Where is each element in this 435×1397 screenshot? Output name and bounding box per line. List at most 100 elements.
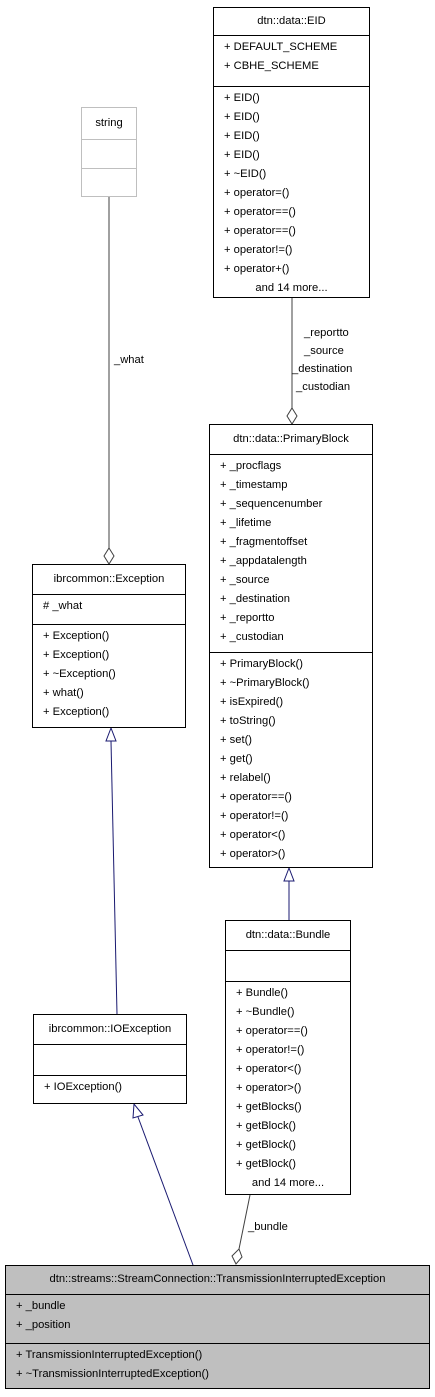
class-exception-methods: + Exception() + Exception() + ~Exception… [33, 624, 185, 722]
class-exception-title: ibrcommon::Exception [53, 573, 165, 585]
method: + operator==() [224, 206, 296, 218]
attribute: # _what [43, 600, 83, 612]
method: + operator!=() [220, 810, 289, 822]
attribute: + _position [16, 1319, 71, 1331]
method: + operator==() [236, 1025, 308, 1037]
attribute: + _procflags [220, 460, 282, 472]
class-ioexception-title: ibrcommon::IOException [48, 1023, 172, 1035]
method: + what() [43, 687, 84, 699]
class-bundle-methods: + Bundle() + ~Bundle() + operator==() + … [226, 981, 350, 1193]
class-ioexception[interactable]: ibrcommon::IOException + IOException() [33, 1014, 187, 1104]
class-primaryblock-methods: + PrimaryBlock() + ~PrimaryBlock() + isE… [210, 652, 372, 864]
method: + Exception() [43, 630, 110, 642]
method: + ~PrimaryBlock() [220, 677, 310, 689]
method: + operator!=() [224, 244, 293, 256]
attribute: + _custodian [220, 631, 284, 643]
attribute: + _source [220, 574, 270, 586]
method: + ~Bundle() [236, 1006, 295, 1018]
method: + operator<() [220, 829, 286, 841]
method: + EID() [224, 130, 260, 142]
method: + operator>() [220, 848, 286, 860]
class-eid-title: dtn::data::EID [257, 15, 326, 27]
edge-ioexception-exception-arrow [105, 726, 117, 742]
class-tie-title: dtn::streams::StreamConnection::Transmis… [49, 1273, 386, 1285]
class-eid-attributes: + DEFAULT_SCHEME + CBHE_SCHEME [214, 35, 369, 86]
edge-tie-ioexception-arrow [132, 1102, 144, 1119]
class-primaryblock-title: dtn::data::PrimaryBlock [233, 433, 349, 445]
method: + EID() [224, 149, 260, 161]
method: + getBlock() [236, 1139, 297, 1151]
edge-label-source: _source [304, 345, 344, 357]
class-primaryblock[interactable]: dtn::data::PrimaryBlock + _procflags + _… [209, 424, 373, 868]
edge-label-custodian: _custodian [296, 381, 351, 393]
method: + PrimaryBlock() [220, 658, 303, 670]
method: + operator==() [224, 225, 296, 237]
method: + TransmissionInterruptedException() [16, 1349, 203, 1361]
edge-bundle [238, 1194, 251, 1250]
method: + set() [220, 734, 253, 746]
edge-bundle-diamond [231, 1248, 243, 1265]
edge-ioexception-exception [110, 740, 118, 1015]
method: + operator+() [224, 263, 290, 275]
class-string-methods [82, 168, 136, 196]
method: + getBlock() [236, 1120, 297, 1132]
edge-label-what: _what [114, 354, 144, 366]
class-string[interactable]: string [81, 107, 137, 197]
edge-what-diamond [103, 547, 115, 565]
method: + Bundle() [236, 987, 288, 999]
edge-label-destination: _destination [292, 363, 353, 375]
class-bundle-attributes [226, 950, 350, 981]
class-string-title: string [95, 117, 123, 129]
class-ioexception-attributes [34, 1044, 186, 1075]
method: + operator==() [220, 791, 292, 803]
class-eid-methods: + EID() + EID() + EID() + EID() + ~EID()… [214, 86, 369, 298]
attribute: + _reportto [220, 612, 275, 624]
attribute: + _appdatalength [220, 555, 307, 567]
more-members: and 14 more... [251, 1177, 325, 1189]
class-bundle[interactable]: dtn::data::Bundle + Bundle() + ~Bundle()… [225, 920, 351, 1195]
method: + EID() [224, 92, 260, 104]
attribute: + _lifetime [220, 517, 272, 529]
attribute: + _bundle [16, 1300, 66, 1312]
class-tie-attributes: + _bundle + _position [6, 1294, 429, 1343]
method: + ~TransmissionInterruptedException() [16, 1368, 209, 1380]
edge-bundle-primaryblock-arrow [283, 866, 295, 882]
attribute: + CBHE_SCHEME [224, 60, 319, 72]
edge-tie-ioexception [137, 1116, 194, 1266]
method: + EID() [224, 111, 260, 123]
method: + operator>() [236, 1082, 302, 1094]
method: + getBlock() [236, 1158, 297, 1170]
edge-eid-primaryblock-diamond [286, 407, 298, 425]
class-primaryblock-attributes: + _procflags + _timestamp + _sequencenum… [210, 454, 372, 652]
method: + Exception() [43, 649, 110, 661]
more-members: and 14 more... [255, 282, 328, 294]
method: + ~EID() [224, 168, 267, 180]
class-ioexception-methods: + IOException() [34, 1075, 186, 1097]
class-bundle-title: dtn::data::Bundle [245, 929, 331, 941]
edge-label-bundle: _bundle [248, 1221, 288, 1233]
method: + get() [220, 753, 253, 765]
method: + IOException() [44, 1081, 123, 1093]
method: + operator!=() [236, 1044, 305, 1056]
attribute: + _fragmentoffset [220, 536, 308, 548]
method: + isExpired() [220, 696, 284, 708]
class-exception-attributes: # _what [33, 594, 185, 624]
attribute: + _sequencenumber [220, 498, 323, 510]
method: + operator=() [224, 187, 290, 199]
class-transmission-interrupted-exception[interactable]: dtn::streams::StreamConnection::Transmis… [5, 1265, 430, 1389]
method: + relabel() [220, 772, 271, 784]
method: + operator<() [236, 1063, 302, 1075]
attribute: + DEFAULT_SCHEME [224, 41, 338, 53]
attribute: + _timestamp [220, 479, 288, 491]
method: + toString() [220, 715, 276, 727]
class-string-attributes [82, 139, 136, 168]
edge-label-reportto: _reportto [304, 327, 349, 339]
class-eid[interactable]: dtn::data::EID + DEFAULT_SCHEME + CBHE_S… [213, 7, 370, 298]
attribute: + _destination [220, 593, 290, 605]
class-exception[interactable]: ibrcommon::Exception # _what + Exception… [32, 564, 186, 728]
method: + ~Exception() [43, 668, 116, 680]
class-tie-methods: + TransmissionInterruptedException() + ~… [6, 1343, 429, 1384]
method: + Exception() [43, 706, 110, 718]
method: + getBlocks() [236, 1101, 302, 1113]
